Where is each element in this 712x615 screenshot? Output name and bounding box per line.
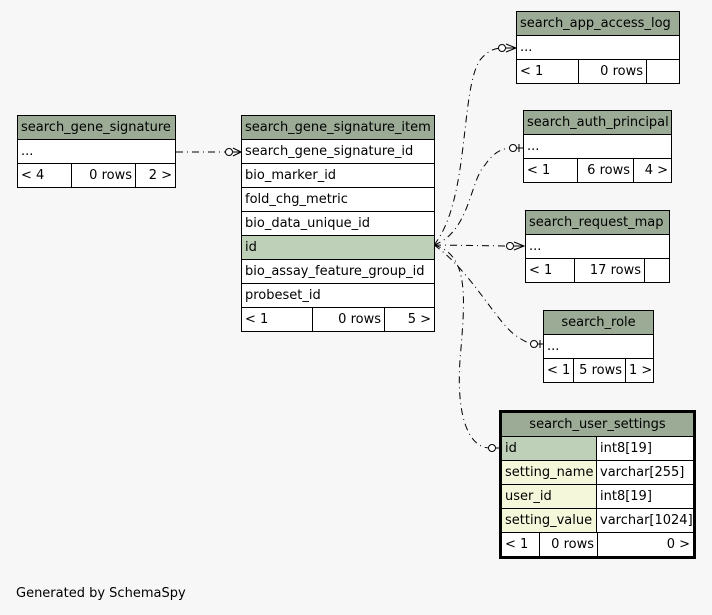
table-search-gene-signature-item[interactable]: search_gene_signature_item search_gene_s…: [241, 115, 435, 332]
link-auth-principal: [433, 147, 513, 246]
parents-count: < 1: [245, 312, 269, 327]
column-name: setting_name: [502, 461, 597, 484]
generated-by-label: Generated by SchemaSpy: [16, 586, 186, 601]
column-type: int8[19]: [597, 437, 693, 460]
table-search-user-settings[interactable]: search_user_settings id int8[19] setting…: [499, 410, 696, 559]
column-row: ...: [517, 36, 679, 60]
table-search-auth-principal[interactable]: search_auth_principal ... < 1 6 rows 4 >: [523, 110, 672, 183]
table-search-request-map[interactable]: search_request_map ... < 1 17 rows: [525, 210, 670, 283]
row-count: 0 rows: [578, 60, 646, 83]
table-search-role[interactable]: search_role ... < 1 5 rows 1 >: [543, 310, 654, 383]
row-count: 0 rows: [539, 533, 597, 556]
column-row: ...: [544, 335, 653, 359]
table-footer: < 1 0 rows: [517, 60, 679, 83]
column-name: user_id: [502, 485, 597, 508]
children-count: 5 >: [384, 308, 434, 331]
parents-count: < 1: [527, 163, 551, 178]
children-count: 1 >: [625, 359, 653, 382]
children-count: 2 >: [135, 164, 175, 187]
column-row: bio_assay_feature_group_id: [242, 260, 434, 284]
column-row: ...: [526, 235, 669, 259]
column-type: varchar[255]: [597, 461, 693, 484]
table-footer: < 1 17 rows: [526, 259, 669, 282]
parents-count: < 1: [529, 263, 553, 278]
primary-key-row: id: [242, 236, 434, 260]
column-type: varchar[1024]: [597, 509, 693, 532]
column-row: bio_data_unique_id: [242, 212, 434, 236]
row-count: 6 rows: [577, 159, 633, 182]
children-count: 0 >: [597, 533, 693, 556]
column-row: probeset_id: [242, 284, 434, 308]
table-search-gene-signature[interactable]: search_gene_signature ... < 4 0 rows 2 >: [17, 115, 176, 188]
column-row: bio_marker_id: [242, 164, 434, 188]
row-count: 5 rows: [573, 359, 625, 382]
link-request-map: [433, 244, 509, 247]
table-footer: < 1 5 rows 1 >: [544, 359, 653, 382]
column-row: user_id int8[19]: [502, 485, 693, 509]
column-row: ...: [18, 140, 175, 164]
children-count: 4 >: [633, 159, 671, 182]
column-row: fold_chg_metric: [242, 188, 434, 212]
link-user-settings: [433, 244, 491, 449]
column-row: id int8[19]: [502, 437, 693, 461]
table-header[interactable]: search_gene_signature: [18, 116, 175, 140]
table-footer: < 1 0 rows 0 >: [502, 533, 693, 556]
table-footer: < 1 6 rows 4 >: [524, 159, 671, 182]
table-footer: < 1 0 rows 5 >: [242, 308, 434, 331]
row-count: 0 rows: [71, 164, 135, 187]
table-footer: < 4 0 rows 2 >: [18, 164, 175, 187]
parents-count: < 1: [505, 537, 529, 552]
table-header[interactable]: search_app_access_log: [517, 12, 679, 36]
row-count: 0 rows: [312, 308, 384, 331]
parents-count: < 1: [547, 363, 571, 378]
table-header[interactable]: search_role: [544, 311, 653, 335]
link-app-access-log: [433, 47, 505, 246]
table-header[interactable]: search_auth_principal: [524, 111, 671, 135]
children-count: [644, 259, 669, 282]
column-row: setting_value varchar[1024]: [502, 509, 693, 533]
column-name: id: [502, 437, 597, 460]
link-role: [433, 244, 535, 345]
table-header[interactable]: search_user_settings: [502, 413, 693, 437]
column-type: int8[19]: [597, 485, 693, 508]
children-count: [646, 60, 679, 83]
parents-count: < 1: [520, 64, 544, 79]
table-header[interactable]: search_gene_signature_item: [242, 116, 434, 140]
column-row: setting_name varchar[255]: [502, 461, 693, 485]
row-count: 17 rows: [574, 259, 644, 282]
column-name: setting_value: [502, 509, 597, 532]
parents-count: < 4: [21, 168, 45, 183]
table-header[interactable]: search_request_map: [526, 211, 669, 235]
column-row: search_gene_signature_id: [242, 140, 434, 164]
table-search-app-access-log[interactable]: search_app_access_log ... < 1 0 rows: [516, 11, 680, 84]
column-row: ...: [524, 135, 671, 159]
